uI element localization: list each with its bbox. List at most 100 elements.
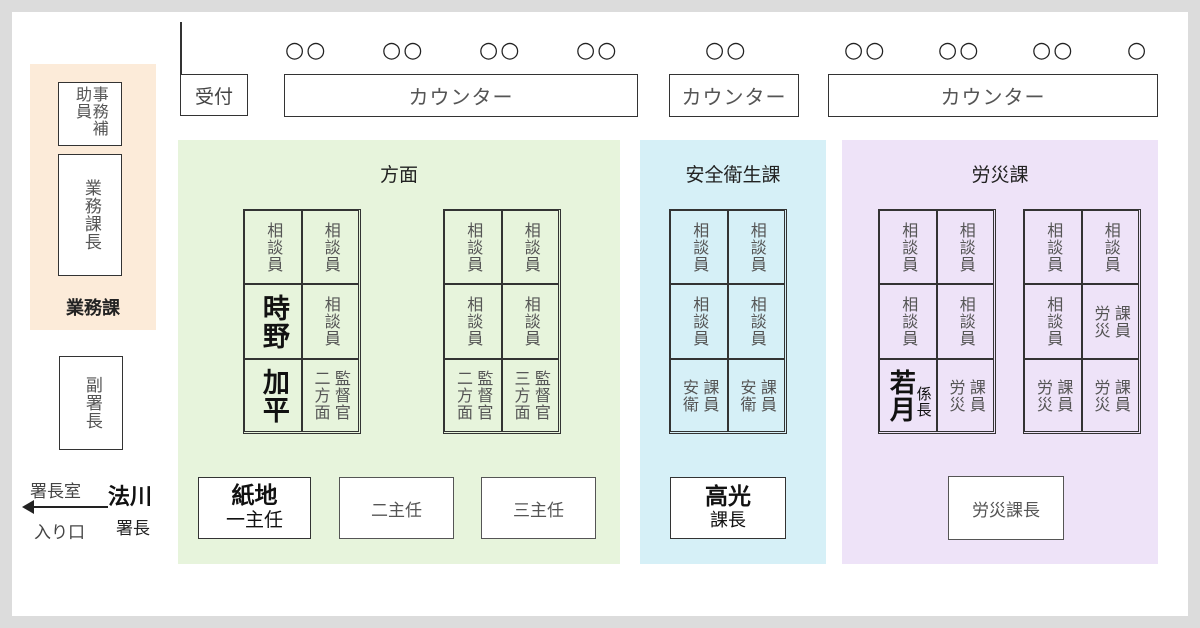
homen-c2-3-label: 相談員 xyxy=(464,296,484,347)
homen-c2-2-label: 相談員 xyxy=(521,221,541,273)
rosai-c2-3-label: 相談員 xyxy=(1044,296,1064,347)
anzen-zone: 安全衛生課 相談員 相談員 相談員 相談員 安衛 課員 安衛 課員 高光 課長 xyxy=(640,140,826,564)
second-supervisor-desk: 二主任 xyxy=(339,477,454,539)
homen-c2-4: 相談員 xyxy=(502,284,559,359)
rosai-zone: 労災課 相談員 相談員 相談員 相談員 若月 係長 労災 課員 相談員 相談員 … xyxy=(842,140,1158,564)
rosai-c1-6-label-b: 労災 xyxy=(946,378,966,413)
rosai-c1-1: 相談員 xyxy=(879,210,937,284)
anzen-title: 安全衛生課 xyxy=(685,164,781,186)
homen-c1-2-label: 相談員 xyxy=(321,221,341,273)
lead-supervisor-desk: 紙地 一主任 xyxy=(198,477,311,539)
rosai-cluster-2: 相談員 相談員 相談員 労災 課員 労災 課員 労災 課員 xyxy=(1023,209,1141,434)
anzen-c1: 相談員 xyxy=(670,210,728,284)
homen-c1-4-label: 相談員 xyxy=(321,296,341,347)
reception-desk: 受付 xyxy=(180,74,248,116)
homen-c1-6-label-a: 監督官 xyxy=(331,370,351,421)
rosai-c1-6-label-a: 課員 xyxy=(966,378,986,413)
chairs-7: ○○ xyxy=(938,38,981,63)
gyomu-chief-label: 業務課長 xyxy=(80,179,101,251)
exit-top-label: 署長室 xyxy=(30,482,81,502)
kahira-name: 加平 xyxy=(257,367,289,424)
counter-3-label: カウンター xyxy=(940,85,1046,109)
homen-c1-6: 二方面 監督官 xyxy=(302,359,359,432)
homen-c2-6: 三方面 監督官 xyxy=(502,359,559,432)
chairs-8: ○○ xyxy=(1032,38,1075,63)
front-wall xyxy=(180,22,182,86)
homen-c2-6-label-a: 監督官 xyxy=(531,370,551,421)
exit-arrow xyxy=(26,506,108,508)
anzen-c6-label-a: 課員 xyxy=(757,378,777,413)
exit-arrowhead xyxy=(22,500,34,514)
chairs-4: ○○ xyxy=(576,38,619,63)
rosai-c1-2-label: 相談員 xyxy=(956,221,976,273)
homen-c2-5: 二方面 監督官 xyxy=(444,359,502,432)
lead-supervisor-role: 一主任 xyxy=(225,509,283,532)
homen-c2-6-label-b: 三方面 xyxy=(511,370,531,421)
gyomu-chief-desk: 業務課長 xyxy=(58,154,122,276)
anzen-c5-label-b: 安衛 xyxy=(680,378,699,413)
rosai-c1-3: 相談員 xyxy=(879,284,937,359)
tokino-name: 時野 xyxy=(257,293,289,350)
anzen-c2: 相談員 xyxy=(728,210,785,284)
anzen-c3: 相談員 xyxy=(670,284,728,359)
chairs-1: ○○ xyxy=(285,38,328,63)
rosai-c1-4: 相談員 xyxy=(937,284,994,359)
gyomu-zone: 事務補助員 業務課長 業務課 xyxy=(30,64,156,330)
rosai-c2-4-label-b: 労災 xyxy=(1091,304,1111,339)
rosai-c2-4-label-a: 課員 xyxy=(1111,304,1131,339)
rosai-c2-1-label: 相談員 xyxy=(1044,221,1064,273)
anzen-c6-label-b: 安衛 xyxy=(737,378,757,413)
rosai-c2-5: 労災 課員 xyxy=(1024,359,1082,432)
director-role: 署長 xyxy=(116,519,150,539)
homen-c2-1-label: 相談員 xyxy=(464,221,484,273)
chairs-3: ○○ xyxy=(479,38,522,63)
assistant-label: 事務補助員 xyxy=(73,86,109,137)
counter-1-label: カウンター xyxy=(408,85,514,109)
wakatsuki-name: 若月 xyxy=(885,368,916,423)
deputy-desk: 副署長 xyxy=(59,356,123,450)
homen-c1-3: 時野 xyxy=(244,284,302,359)
anzen-cluster: 相談員 相談員 相談員 相談員 安衛 課員 安衛 課員 xyxy=(669,209,787,434)
rosai-c2-6: 労災 課員 xyxy=(1082,359,1139,432)
chairs-6: ○○ xyxy=(844,38,887,63)
rosai-chief-desk: 労災課長 xyxy=(948,476,1064,540)
anzen-chief-desk: 高光 課長 xyxy=(670,477,786,539)
rosai-c2-3: 相談員 xyxy=(1024,284,1082,359)
counter-3: カウンター xyxy=(828,74,1158,117)
rosai-title: 労災課 xyxy=(971,164,1029,186)
gyomu-title: 業務課 xyxy=(66,298,120,319)
homen-cluster-2: 相談員 相談員 相談員 相談員 二方面 監督官 三方面 監督官 xyxy=(443,209,561,434)
chairs-2: ○○ xyxy=(382,38,425,63)
rosai-c1-6: 労災 課員 xyxy=(937,359,994,432)
rosai-chief-label: 労災課長 xyxy=(972,500,1040,521)
deputy-label: 副署長 xyxy=(81,376,102,430)
rosai-c2-2-label: 相談員 xyxy=(1101,221,1121,273)
homen-c1-1-label: 相談員 xyxy=(264,221,284,273)
homen-c2-1: 相談員 xyxy=(444,210,502,284)
reception-label: 受付 xyxy=(194,85,233,108)
anzen-c6: 安衛 課員 xyxy=(728,359,785,432)
rosai-c1-2: 相談員 xyxy=(937,210,994,284)
anzen-c4-label: 相談員 xyxy=(747,296,767,347)
anzen-chief-name: 高光 xyxy=(705,483,751,510)
homen-c1-1: 相談員 xyxy=(244,210,302,284)
chairs-5: ○○ xyxy=(705,38,748,63)
third-supervisor-label: 三主任 xyxy=(513,500,564,521)
rosai-c2-2: 相談員 xyxy=(1082,210,1139,284)
homen-title: 方面 xyxy=(379,164,418,186)
rosai-c1-5: 若月 係長 xyxy=(879,359,937,432)
homen-c2-4-label: 相談員 xyxy=(521,296,541,347)
homen-c1-6-label-b: 二方面 xyxy=(311,370,331,421)
homen-c1-4: 相談員 xyxy=(302,284,359,359)
rosai-c1-1-label: 相談員 xyxy=(899,221,919,273)
anzen-c2-label: 相談員 xyxy=(747,221,767,273)
homen-c2-2: 相談員 xyxy=(502,210,559,284)
anzen-c5-label-a: 課員 xyxy=(700,378,720,413)
homen-cluster-1: 相談員 相談員 時野 相談員 加平 二方面 監督官 xyxy=(243,209,361,434)
lead-supervisor-name: 紙地 xyxy=(231,482,278,509)
chairs-9: ○ xyxy=(1127,38,1149,63)
rosai-c2-6-label-b: 労災 xyxy=(1091,378,1111,413)
counter-1: カウンター xyxy=(284,74,638,117)
rosai-c2-6-label-a: 課員 xyxy=(1111,378,1131,413)
second-supervisor-label: 二主任 xyxy=(371,500,422,521)
